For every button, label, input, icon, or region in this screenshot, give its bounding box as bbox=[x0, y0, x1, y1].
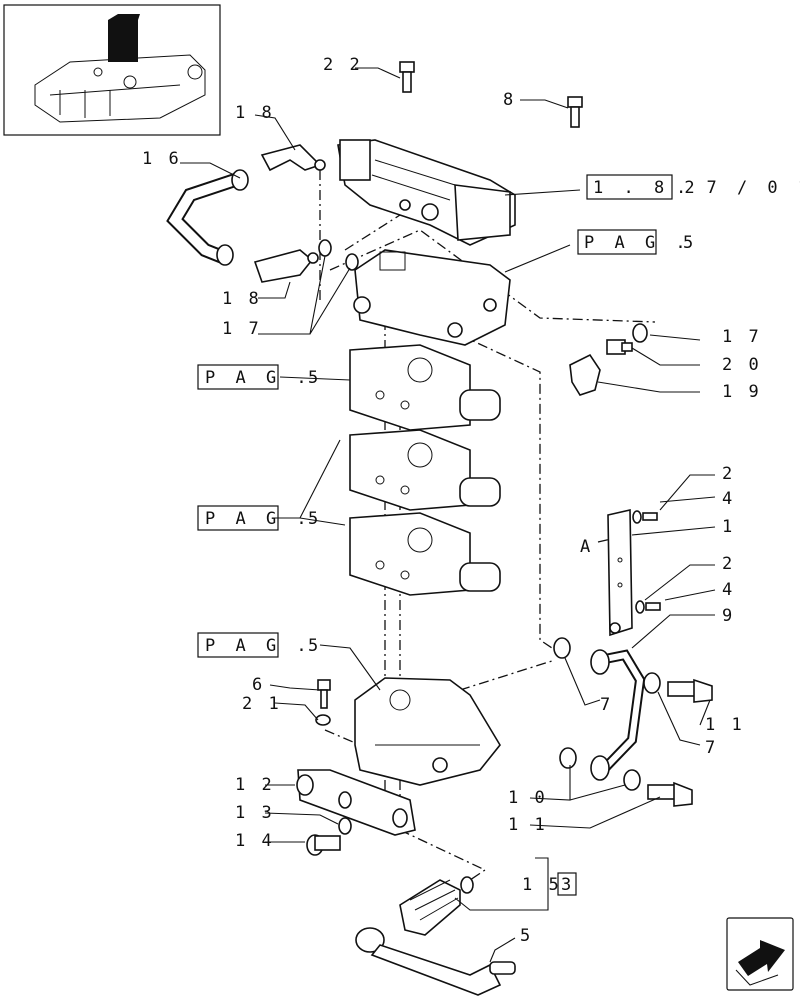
next-page-arrow-icon[interactable] bbox=[726, 917, 794, 991]
screw-4-upper bbox=[632, 510, 658, 524]
callout-18-upper: 1 8 bbox=[235, 103, 275, 123]
pipe-9 bbox=[590, 649, 646, 781]
thumbnail-icon bbox=[3, 4, 221, 136]
callout-5: 5 bbox=[520, 926, 533, 946]
callout-2-lower: 2 bbox=[722, 554, 735, 574]
ref-pag-1-label[interactable]: P A G . bbox=[205, 368, 312, 388]
callout-14: 1 4 bbox=[235, 831, 275, 851]
top-valve-assembly bbox=[337, 139, 516, 246]
washer-17-b bbox=[345, 253, 359, 271]
washer-13 bbox=[338, 817, 352, 835]
ref-1-82-label[interactable]: 1 . 8 2 bbox=[593, 178, 700, 198]
callout-11-upper: 1 1 bbox=[705, 715, 745, 735]
washer-11 bbox=[623, 769, 641, 791]
callout-11-lower: 1 1 bbox=[508, 815, 548, 835]
callout-10: 1 0 bbox=[508, 788, 548, 808]
bolt-11-upper bbox=[667, 678, 713, 703]
callout-1: 1 bbox=[722, 517, 735, 537]
screw-4-lower bbox=[635, 600, 661, 614]
callout-19: 1 9 bbox=[722, 382, 762, 402]
callout-20: 2 0 bbox=[722, 355, 762, 375]
ref-box-pag-2 bbox=[197, 505, 279, 531]
washer-15 bbox=[460, 876, 474, 894]
callout-12: 1 2 bbox=[235, 775, 275, 795]
callout-13: 1 3 bbox=[235, 803, 275, 823]
ref-box-15-3 bbox=[557, 872, 577, 896]
upper-valve-body bbox=[353, 249, 511, 346]
callout-7-left: 7 bbox=[600, 695, 613, 715]
callout-7-right: 7 bbox=[705, 738, 718, 758]
screw-22 bbox=[399, 61, 415, 93]
bracket-1 bbox=[607, 509, 633, 637]
ref-pag-1-number: 5 bbox=[308, 368, 323, 388]
callout-21: 2 1 bbox=[242, 694, 282, 714]
bolt-11-lower bbox=[647, 781, 693, 807]
screw-14 bbox=[306, 834, 341, 856]
washer-17-right bbox=[632, 323, 648, 343]
ref-box-1-82 bbox=[586, 174, 673, 200]
elbow-19 bbox=[569, 353, 601, 396]
washer-7-b bbox=[643, 672, 661, 694]
ref-box-pag-3 bbox=[197, 632, 279, 658]
callout-18-lower: 1 8 bbox=[222, 289, 262, 309]
callout-15: 1 5 bbox=[522, 875, 562, 895]
union-20 bbox=[606, 339, 633, 355]
control-valve-2 bbox=[349, 429, 501, 511]
callout-22: 2 2 bbox=[323, 55, 363, 75]
callout-2-upper: 2 bbox=[722, 464, 735, 484]
ref-pag-2-number: 5 bbox=[308, 509, 323, 529]
ref-1-82-tail: . 7 / 0 1 bbox=[676, 178, 800, 198]
ref-box-pag-1 bbox=[197, 364, 279, 390]
washer-7-a bbox=[553, 637, 571, 659]
washer-21 bbox=[315, 714, 331, 726]
callout-4-lower: 4 bbox=[722, 580, 735, 600]
callout-17-left: 1 7 bbox=[222, 319, 262, 339]
screw-8 bbox=[567, 96, 583, 128]
callout-A: A bbox=[580, 537, 593, 557]
pipe-16 bbox=[166, 169, 249, 266]
ref-box-pag-top bbox=[577, 229, 657, 255]
callout-16: 1 6 bbox=[142, 149, 182, 169]
lever-plate-12 bbox=[296, 769, 416, 836]
leader-lines bbox=[180, 67, 716, 963]
ref-pag-top-label[interactable]: P A G . bbox=[584, 233, 691, 253]
ref-pag-top-number: 5 bbox=[683, 233, 698, 253]
screw-6 bbox=[317, 679, 331, 709]
control-valve-3 bbox=[349, 512, 501, 596]
ref-pag-3-label[interactable]: P A G . bbox=[205, 636, 312, 656]
control-valve-1 bbox=[349, 344, 501, 431]
callout-8: 8 bbox=[503, 90, 516, 110]
fitting-18-lower bbox=[253, 249, 319, 283]
lever-5 bbox=[355, 927, 516, 996]
fitting-18-upper bbox=[260, 144, 326, 172]
ref-pag-3-number: 5 bbox=[308, 636, 323, 656]
washer-10 bbox=[559, 747, 577, 769]
callout-6: 6 bbox=[252, 675, 265, 695]
callout-9: 9 bbox=[722, 606, 735, 626]
ref-pag-2-label[interactable]: P A G . bbox=[205, 509, 312, 529]
valve-base bbox=[354, 677, 501, 786]
knob-15 bbox=[399, 879, 461, 936]
callout-17-right: 1 7 bbox=[722, 327, 762, 347]
callout-15-box: 3 bbox=[561, 875, 574, 895]
washer-17-a bbox=[318, 239, 332, 257]
callout-4-upper: 4 bbox=[722, 489, 735, 509]
